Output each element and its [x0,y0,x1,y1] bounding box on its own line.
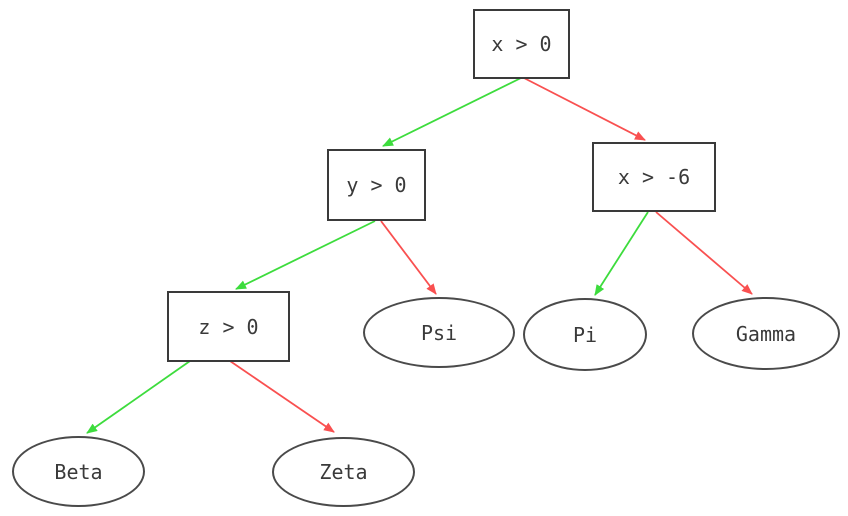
edge-false-xm6-to-gamma [655,211,753,295]
edge-true-xm6-to-pi [594,211,649,296]
leaf-node-gamma: Gamma [692,297,840,370]
decision-node-z-gt-0-label: z > 0 [198,314,259,339]
leaf-node-psi-label: Psi [420,320,458,345]
leaf-node-zeta: Zeta [272,437,415,507]
leaf-node-psi: Psi [363,297,515,368]
decision-node-y-gt-0: y > 0 [327,149,426,221]
leaf-node-beta-label: Beta [54,459,103,484]
decision-node-x-gt-neg6-label: x > -6 [617,165,691,189]
leaf-node-zeta-label: Zeta [319,460,368,484]
edge-false-root-to-xm6 [523,77,646,141]
edge-false-z0-to-zeta [229,360,335,433]
edge-true-z0-to-beta [86,360,191,434]
edge-false-y0-to-psi [380,220,437,295]
leaf-node-beta: Beta [12,436,145,507]
leaf-node-gamma-label: Gamma [735,321,797,346]
edge-true-y0-to-z0 [235,220,376,290]
decision-node-x-gt-0: x > 0 [473,9,570,79]
edge-true-root-to-y0 [382,77,522,147]
decision-node-x-gt-0-label: x > 0 [491,32,552,56]
decision-node-x-gt-neg6: x > -6 [592,142,716,212]
decision-node-y-gt-0-label: y > 0 [346,173,407,197]
leaf-node-pi: Pi [523,298,647,371]
decision-node-z-gt-0: z > 0 [167,291,290,362]
leaf-node-pi-label: Pi [572,322,598,347]
